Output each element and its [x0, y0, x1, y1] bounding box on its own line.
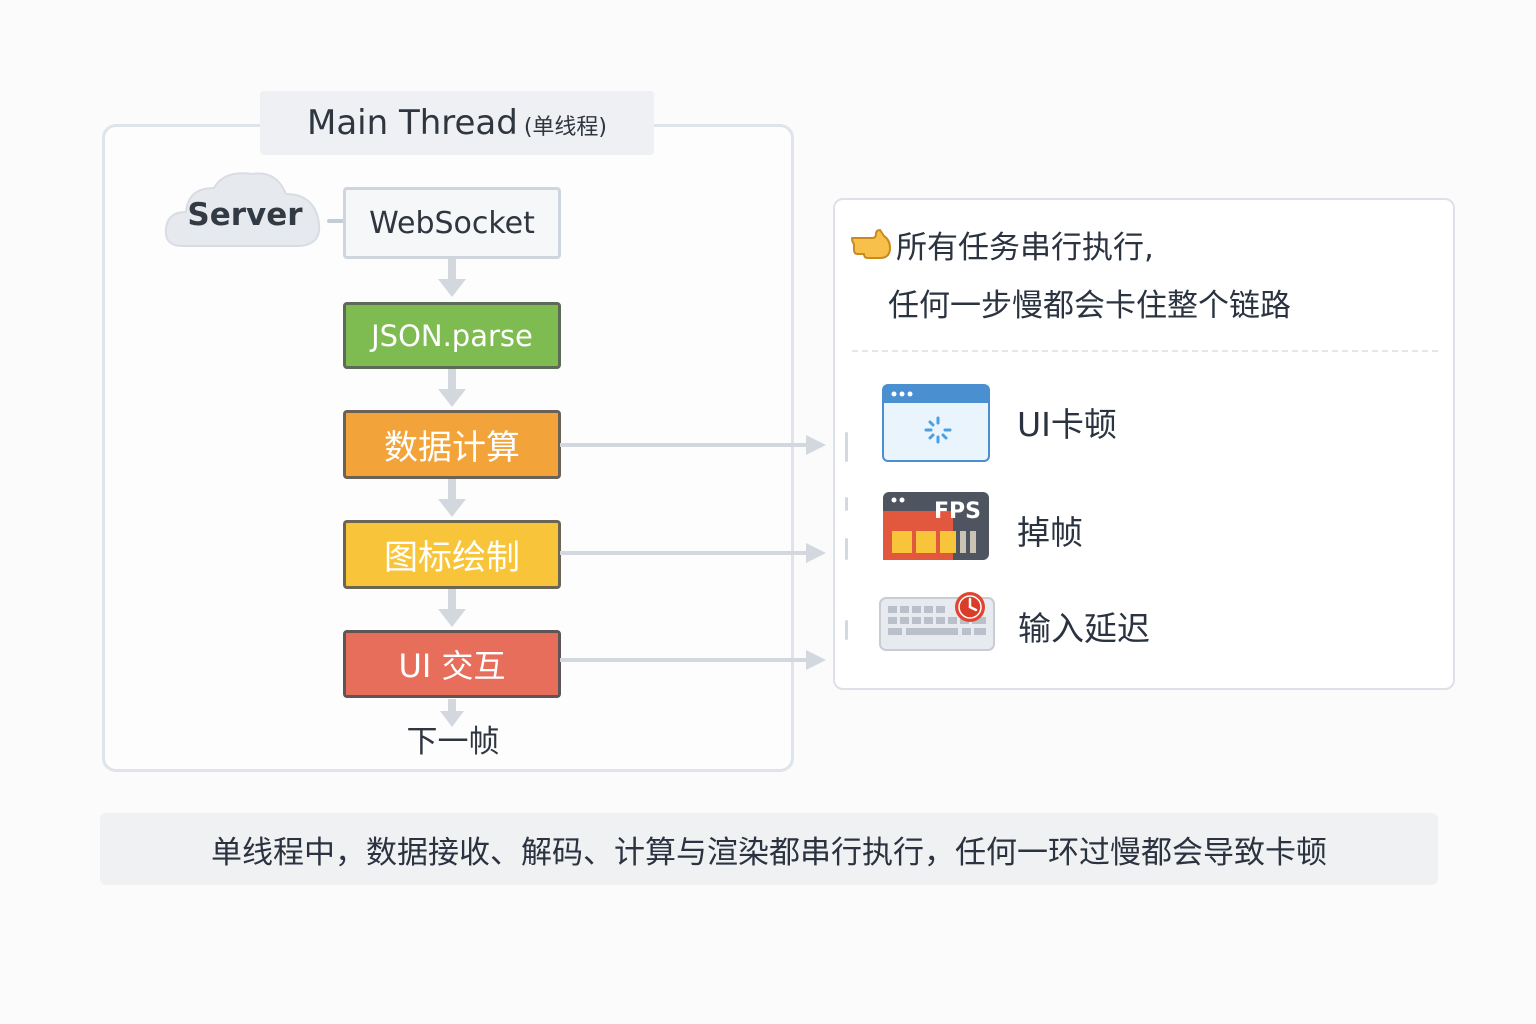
impact-label-frame-drop: 掉帧 [1017, 513, 1083, 552]
summary-bar: 单线程中，数据接收、解码、计算与渲染都串行执行，任何一环过慢都会导致卡顿 [100, 813, 1438, 885]
right-arrow-icon [560, 543, 826, 563]
server-connector [327, 219, 353, 223]
down-arrow-icon [440, 699, 464, 727]
json-parse-box: JSON.parse [343, 302, 561, 369]
impact-label-ui-lag: UI卡顿 [1017, 405, 1117, 444]
down-arrow-icon [438, 589, 466, 627]
main-thread-title-suffix: (单线程) [523, 115, 608, 140]
fps-chart-icon: FPS [883, 492, 989, 560]
fps-text: FPS [934, 499, 981, 524]
side-tick [845, 497, 848, 511]
websocket-box: WebSocket [343, 187, 561, 259]
impact-note-line2: 任何一步慢都会卡住整个链路 [888, 288, 1291, 324]
main-thread-title: Main Thread (单线程) [260, 91, 654, 155]
impact-label-input-delay: 输入延迟 [1018, 609, 1150, 648]
pointing-hand-icon [851, 229, 891, 259]
chart-draw-box: 图标绘制 [343, 520, 561, 589]
data-compute-label: 数据计算 [384, 428, 520, 468]
down-arrow-icon [438, 479, 466, 517]
impact-note-line1: 所有任务串行执行, [896, 230, 1154, 266]
side-tick [845, 620, 848, 640]
side-tick [845, 538, 848, 560]
loading-window-icon [882, 384, 990, 462]
server-label: Server [187, 197, 303, 233]
side-tick [845, 432, 848, 462]
right-arrow-icon [560, 650, 826, 670]
ui-interaction-label: UI 交互 [398, 647, 506, 685]
summary-text: 单线程中，数据接收、解码、计算与渲染都串行执行，任何一环过慢都会导致卡顿 [211, 834, 1327, 871]
main-thread-title-text: Main Thread [306, 103, 518, 143]
next-frame-label: 下一帧 [406, 724, 500, 760]
cloud-icon [164, 172, 321, 247]
json-parse-label: JSON.parse [371, 318, 533, 353]
dashed-divider [852, 350, 1438, 352]
keyboard-clock-icon [879, 592, 995, 651]
data-compute-box: 数据计算 [343, 410, 561, 479]
websocket-label: WebSocket [369, 205, 535, 241]
chart-draw-label: 图标绘制 [384, 538, 520, 578]
down-arrow-icon [438, 259, 466, 297]
down-arrow-icon [438, 369, 466, 407]
right-arrow-icon [560, 435, 826, 455]
ui-interaction-box: UI 交互 [343, 630, 561, 698]
